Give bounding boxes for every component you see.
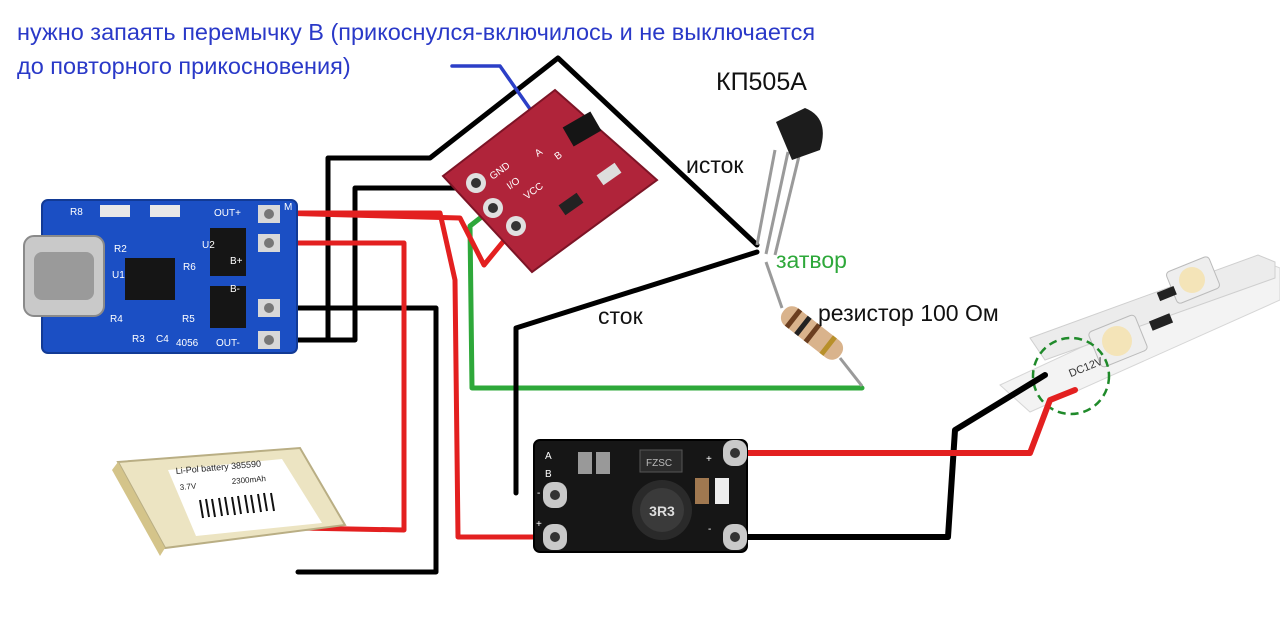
boost-ic: [639, 449, 683, 473]
charger-pads: [258, 205, 280, 349]
resistor-label: резистор 100 Ом: [818, 300, 999, 326]
boost-in-minus: -: [537, 488, 540, 499]
red-wire-outplus-touch: [273, 210, 519, 268]
pin-b-plus: B+: [230, 256, 243, 267]
red-wire-bplus-battery: [273, 240, 407, 533]
transistor: [755, 108, 823, 256]
jumper-note-line-2: до повторного прикосновения): [17, 53, 351, 79]
inductor-marking: 3R3: [649, 503, 675, 519]
part-m: M: [284, 202, 292, 213]
boost-out-minus: -: [708, 524, 711, 535]
resistor: [764, 261, 864, 387]
boost-pad-b: B: [545, 469, 552, 480]
black-wire-led-minus: [732, 372, 1048, 540]
pin-out-plus: OUT+: [214, 208, 241, 219]
led-chip-2: [1088, 314, 1148, 368]
status-led-2: [150, 205, 180, 217]
touch-pads: [466, 173, 526, 236]
battery-voltage: 3.7V: [179, 482, 197, 492]
transistor-label: КП505А: [716, 68, 807, 96]
touch-module: GND I/O VCC A B: [441, 88, 659, 274]
part-r2: R2: [114, 244, 127, 255]
part-u2: U2: [202, 240, 215, 251]
transistor-body: [776, 108, 823, 160]
pin-b-minus: B-: [230, 284, 240, 295]
jumper-note-line-1: нужно запаять перемычку B (прикоснулся-в…: [17, 19, 815, 45]
charger-ic-3: [210, 286, 246, 328]
red-wire-outplus-boost: [273, 210, 558, 540]
part-r4: R4: [110, 314, 123, 325]
touch-component-1: [596, 162, 622, 186]
boost-pads: [543, 440, 747, 550]
status-led-1: [100, 205, 130, 217]
part-r5: R5: [182, 314, 195, 325]
board-model: 4056: [176, 338, 199, 349]
battery: Li-Pol battery 385590 3.7V 2300mAh: [112, 446, 347, 556]
battery-capacity: 2300mAh: [231, 474, 266, 486]
part-r3: R3: [132, 334, 145, 345]
boost-board: 3R3 FZSC A B - + + -: [533, 439, 748, 553]
battery-barcode: [199, 492, 275, 519]
black-wire-outminus-2: [273, 185, 478, 343]
black-wire-bminus-battery: [273, 305, 439, 575]
strip-resistor-2: [1156, 285, 1177, 302]
led-strip: DC12V: [999, 254, 1280, 416]
boost-out-plus: +: [706, 454, 712, 465]
part-u1: U1: [112, 270, 125, 281]
gate-label: затвор: [776, 247, 847, 273]
charger-ic-2: [210, 228, 246, 276]
black-wire-drain: [513, 249, 760, 496]
boost-pad-a: A: [545, 451, 552, 462]
source-label: исток: [686, 152, 744, 178]
pin-out-minus: OUT-: [216, 338, 240, 349]
part-r6: R6: [183, 262, 196, 273]
solder-pads-highlight: [1031, 336, 1111, 416]
charger-ic-1: [125, 258, 175, 300]
ic-marking: FZSC: [646, 458, 672, 469]
touch-component-2: [558, 192, 584, 216]
charger-board: OUT+ B+ B- OUT- 4056 M R8 R2 R3 R4 R5 R6…: [23, 199, 298, 354]
strip-resistor-1: [1148, 313, 1174, 331]
boost-in-plus: +: [536, 519, 542, 530]
red-wire-led-plus: [732, 387, 1078, 456]
wires: [273, 55, 1078, 575]
part-c4: C4: [156, 334, 169, 345]
drain-label: сток: [598, 303, 644, 329]
part-r8: R8: [70, 207, 83, 218]
touch-ic: [562, 111, 602, 147]
